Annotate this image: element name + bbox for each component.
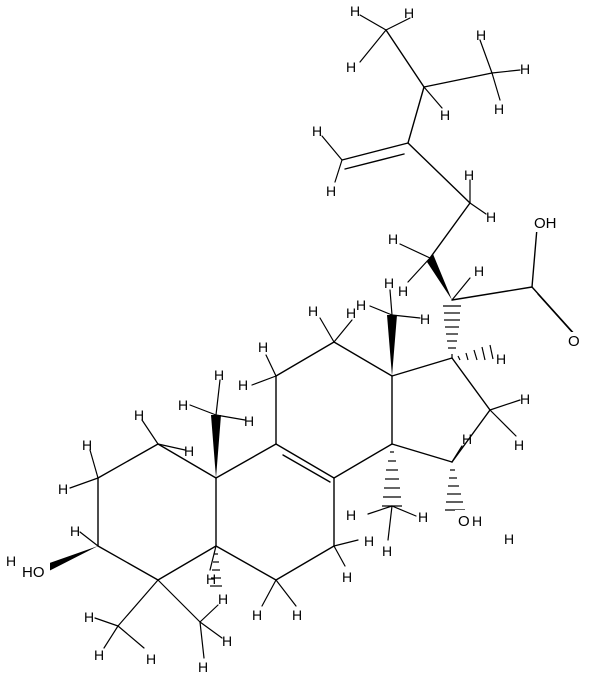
h-label: H bbox=[238, 377, 248, 393]
h-label: H bbox=[134, 407, 144, 423]
h-label: H bbox=[364, 533, 374, 549]
h-label: H bbox=[214, 367, 224, 383]
carbonyl-o-label: O bbox=[568, 333, 580, 350]
h-label: H bbox=[198, 659, 208, 675]
h-label: H bbox=[178, 397, 188, 413]
h-label: H bbox=[404, 5, 414, 21]
h-label: H bbox=[420, 311, 430, 327]
h-label: H bbox=[494, 101, 504, 117]
h-label: H bbox=[244, 413, 254, 429]
h-label: H bbox=[82, 437, 92, 453]
h-label: H bbox=[6, 553, 16, 569]
h-label: H bbox=[464, 167, 474, 183]
h-label: H bbox=[326, 183, 336, 199]
h-label: H bbox=[292, 607, 302, 623]
h-label: H bbox=[486, 209, 496, 225]
carboxyl-oh-label: OH bbox=[534, 215, 557, 232]
h-label: H bbox=[496, 351, 506, 367]
h-label: H bbox=[474, 263, 484, 279]
h-label: H bbox=[146, 651, 156, 667]
h-label: H bbox=[418, 509, 428, 525]
h-label: H bbox=[312, 123, 322, 139]
h-label: H bbox=[346, 59, 356, 75]
h-label: H bbox=[398, 283, 408, 299]
hydroxyl-3-label: HO bbox=[22, 564, 45, 581]
h-label: H bbox=[514, 437, 524, 453]
heteroatom-labels: HO OH O O H bbox=[22, 214, 582, 581]
h-label: H bbox=[70, 523, 80, 539]
h-label: H bbox=[252, 607, 262, 623]
h-label: H bbox=[342, 569, 352, 585]
h-label: H bbox=[218, 591, 228, 607]
h-label: H bbox=[350, 3, 360, 19]
h-label: H bbox=[504, 531, 514, 547]
h-label: H bbox=[94, 647, 104, 663]
h-label: H bbox=[84, 609, 94, 625]
h-label: H bbox=[476, 27, 486, 43]
hydroxyl-15-o-label: O bbox=[458, 513, 470, 530]
h-label: H bbox=[356, 297, 366, 313]
hydrogen-labels: H H H H H H H H H H H H H H H H H H H H … bbox=[6, 3, 530, 675]
h-label: H bbox=[520, 391, 530, 407]
h-label: H bbox=[520, 61, 530, 77]
skeleton-bonds bbox=[97, 29, 578, 581]
stereo-bonds bbox=[41, 254, 494, 587]
hydroxyl-15-h-label: H bbox=[472, 513, 482, 529]
h-label: H bbox=[462, 431, 472, 447]
h-label: H bbox=[258, 339, 268, 355]
h-label: H bbox=[184, 443, 194, 459]
h-label: H bbox=[440, 107, 450, 123]
h-label: H bbox=[388, 231, 398, 247]
h-label: H bbox=[384, 275, 394, 291]
hydrogen-bonds bbox=[69, 14, 521, 659]
h-label: H bbox=[346, 507, 356, 523]
h-label: H bbox=[58, 481, 68, 497]
h-label: H bbox=[346, 305, 356, 321]
h-label: H bbox=[308, 303, 318, 319]
h-label: H bbox=[382, 543, 392, 559]
h-label: H bbox=[206, 571, 216, 587]
h-label: H bbox=[222, 633, 232, 649]
